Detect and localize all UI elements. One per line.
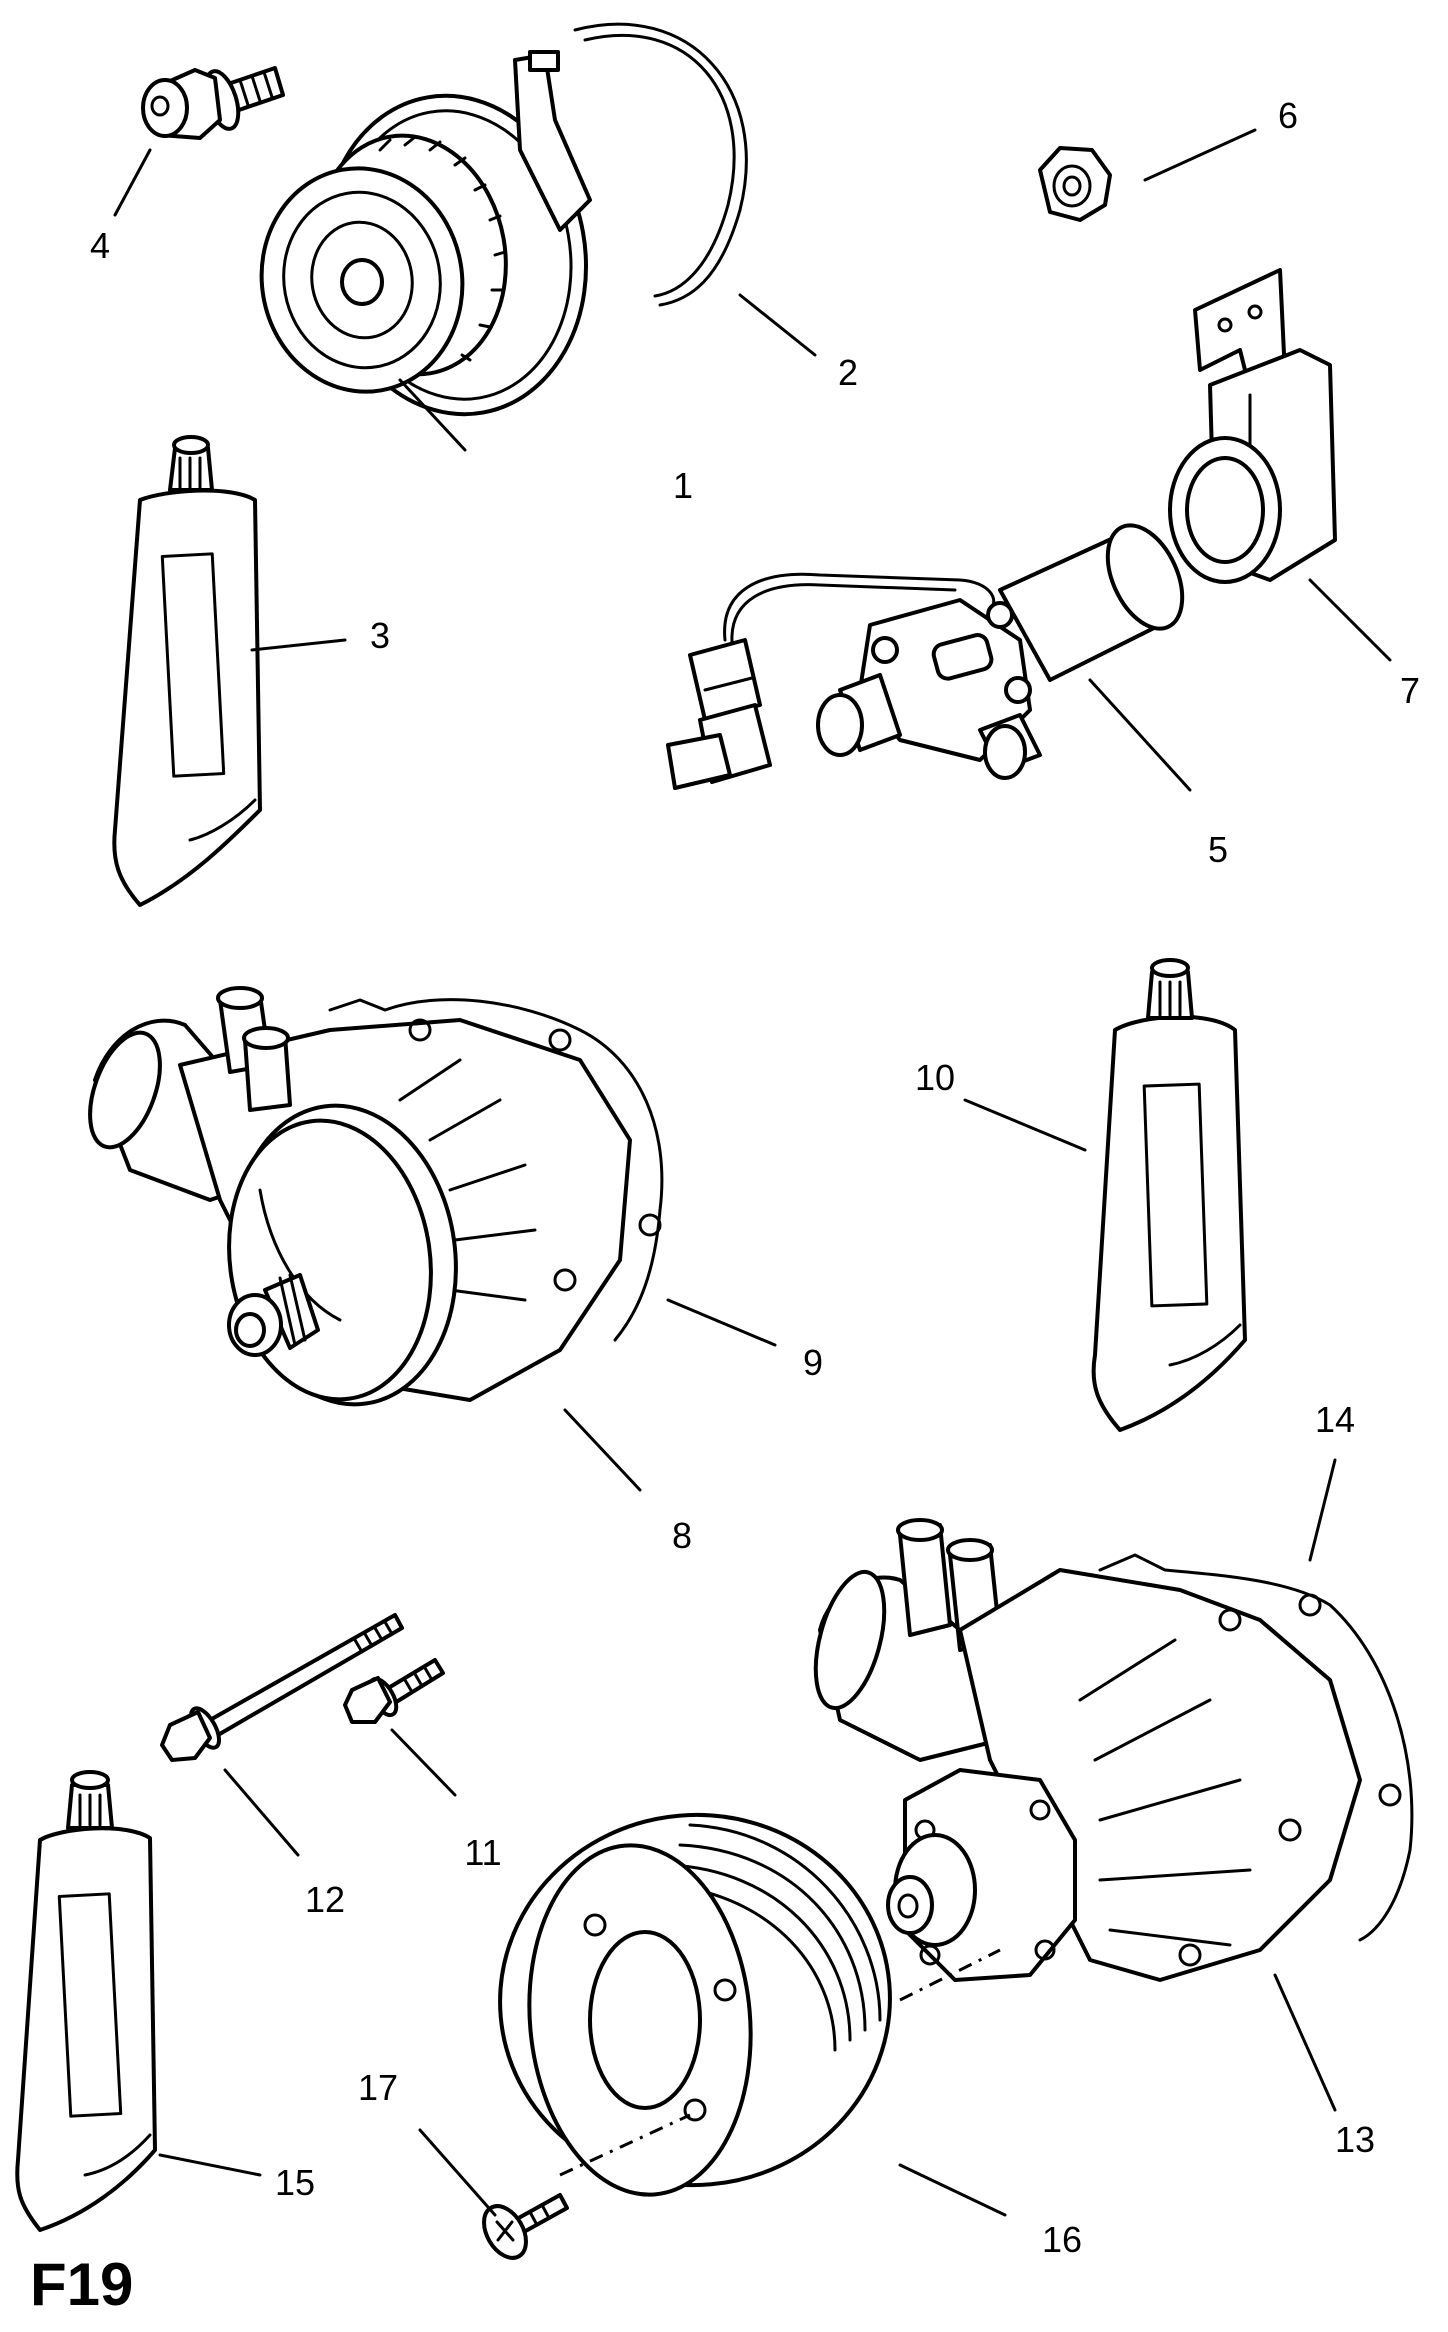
callout-4: 4 [90, 225, 110, 266]
callout-8: 8 [672, 1515, 692, 1556]
sealant-tube-icon [112, 435, 262, 907]
sealant-tube-icon [15, 1770, 157, 2232]
callout-1: 1 [673, 465, 693, 506]
flange-bolt-icon [141, 66, 285, 140]
callout-17: 17 [358, 2067, 398, 2108]
callout-6: 6 [1278, 95, 1298, 136]
o-ring-seal-icon [573, 22, 748, 307]
callout-12: 12 [305, 1879, 345, 1920]
callout-16: 16 [1042, 2219, 1082, 2260]
water-pump-pulley-icon [259, 50, 592, 417]
sealant-tube-icon [1091, 958, 1247, 1432]
pump-bracket-icon [1168, 268, 1337, 584]
gasket-icon [328, 998, 664, 1342]
callout-15: 15 [275, 2162, 315, 2203]
callout-2: 2 [838, 352, 858, 393]
electric-water-pump-icon [666, 523, 1185, 790]
gasket-icon [1098, 1553, 1414, 1942]
callout-9: 9 [803, 1342, 823, 1383]
callout-labels: 1 2 3 4 5 6 7 8 9 10 11 12 13 14 15 16 1… [90, 95, 1420, 2260]
v-belt-pulley-icon [498, 1812, 892, 2197]
leader-lines [113, 128, 1392, 2217]
water-pump-housing-icon [88, 986, 632, 1407]
callout-14: 14 [1315, 1399, 1355, 1440]
callout-10: 10 [915, 1057, 955, 1098]
bolt-icon [343, 1658, 445, 1724]
callout-11: 11 [464, 1832, 501, 1873]
hex-nut-icon [1038, 146, 1112, 222]
callout-7: 7 [1400, 670, 1420, 711]
callout-3: 3 [370, 615, 390, 656]
figure-code: F19 [30, 2251, 133, 2318]
screw-icon [482, 2193, 569, 2260]
callout-13: 13 [1335, 2119, 1375, 2160]
water-pump-housing-icon [813, 1518, 1362, 1982]
bolt-icon [160, 1613, 404, 1762]
callout-5: 5 [1208, 829, 1228, 870]
